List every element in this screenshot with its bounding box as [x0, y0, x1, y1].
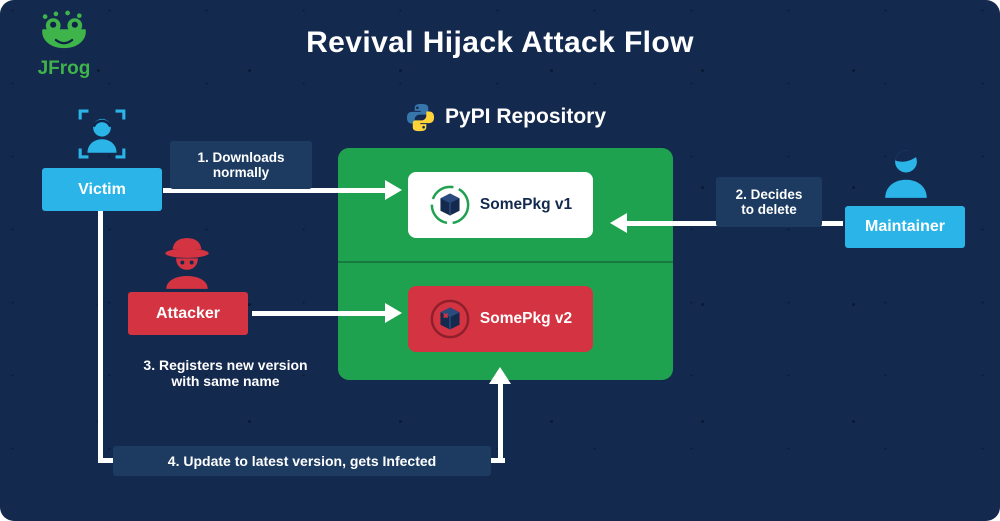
- package-card-v2: SomePkg v2: [408, 286, 593, 352]
- victim-box: Victim: [42, 168, 162, 211]
- repository-header: PyPI Repository: [338, 98, 673, 136]
- maintainer-person-icon: [882, 146, 930, 205]
- jfrog-logo: JFrog: [22, 10, 106, 80]
- step4-update-infected-label: 4. Update to latest version, gets Infect…: [113, 446, 491, 476]
- flow-step4-vertical-left: [98, 211, 103, 463]
- page-title: Revival Hijack Attack Flow: [306, 26, 694, 59]
- maintainer-label: Maintainer: [864, 218, 945, 235]
- python-logo-icon: [406, 103, 435, 131]
- arrow-step2-head: [610, 213, 627, 233]
- attacker-box: Attacker: [128, 292, 248, 335]
- arrow-step3-head: [385, 303, 402, 323]
- arrow-step3-shaft: [252, 311, 387, 316]
- arrow-step4-head: [489, 367, 511, 384]
- step2-decides-delete-label: 2. Decides to delete: [716, 177, 822, 227]
- package-v1-label: SomePkg v1: [479, 196, 573, 213]
- package-card-v1: SomePkg v1: [408, 172, 593, 238]
- victim-label: Victim: [78, 180, 126, 198]
- attacker-spy-icon: [158, 236, 216, 294]
- step1-downloads-label: 1. Downloads normally: [170, 141, 312, 189]
- maintainer-box: Maintainer: [845, 206, 965, 248]
- panel-divider: [338, 261, 673, 263]
- jfrog-frog-icon: [42, 10, 86, 49]
- jfrog-wordmark: JFrog: [37, 58, 91, 79]
- infected-package-cube-icon: [430, 299, 470, 339]
- package-cube-icon: [430, 185, 470, 225]
- arrow-step1-shaft: [163, 188, 387, 193]
- victim-person-icon: [76, 106, 128, 167]
- step3-registers-label: 3. Registers new version with same name: [143, 357, 308, 389]
- attacker-label: Attacker: [155, 304, 221, 322]
- flow-step4-vertical-right: [498, 384, 503, 463]
- repository-label: PyPI Repository: [444, 105, 607, 128]
- arrow-step1-head: [385, 180, 402, 200]
- package-v2-label: SomePkg v2: [479, 310, 573, 327]
